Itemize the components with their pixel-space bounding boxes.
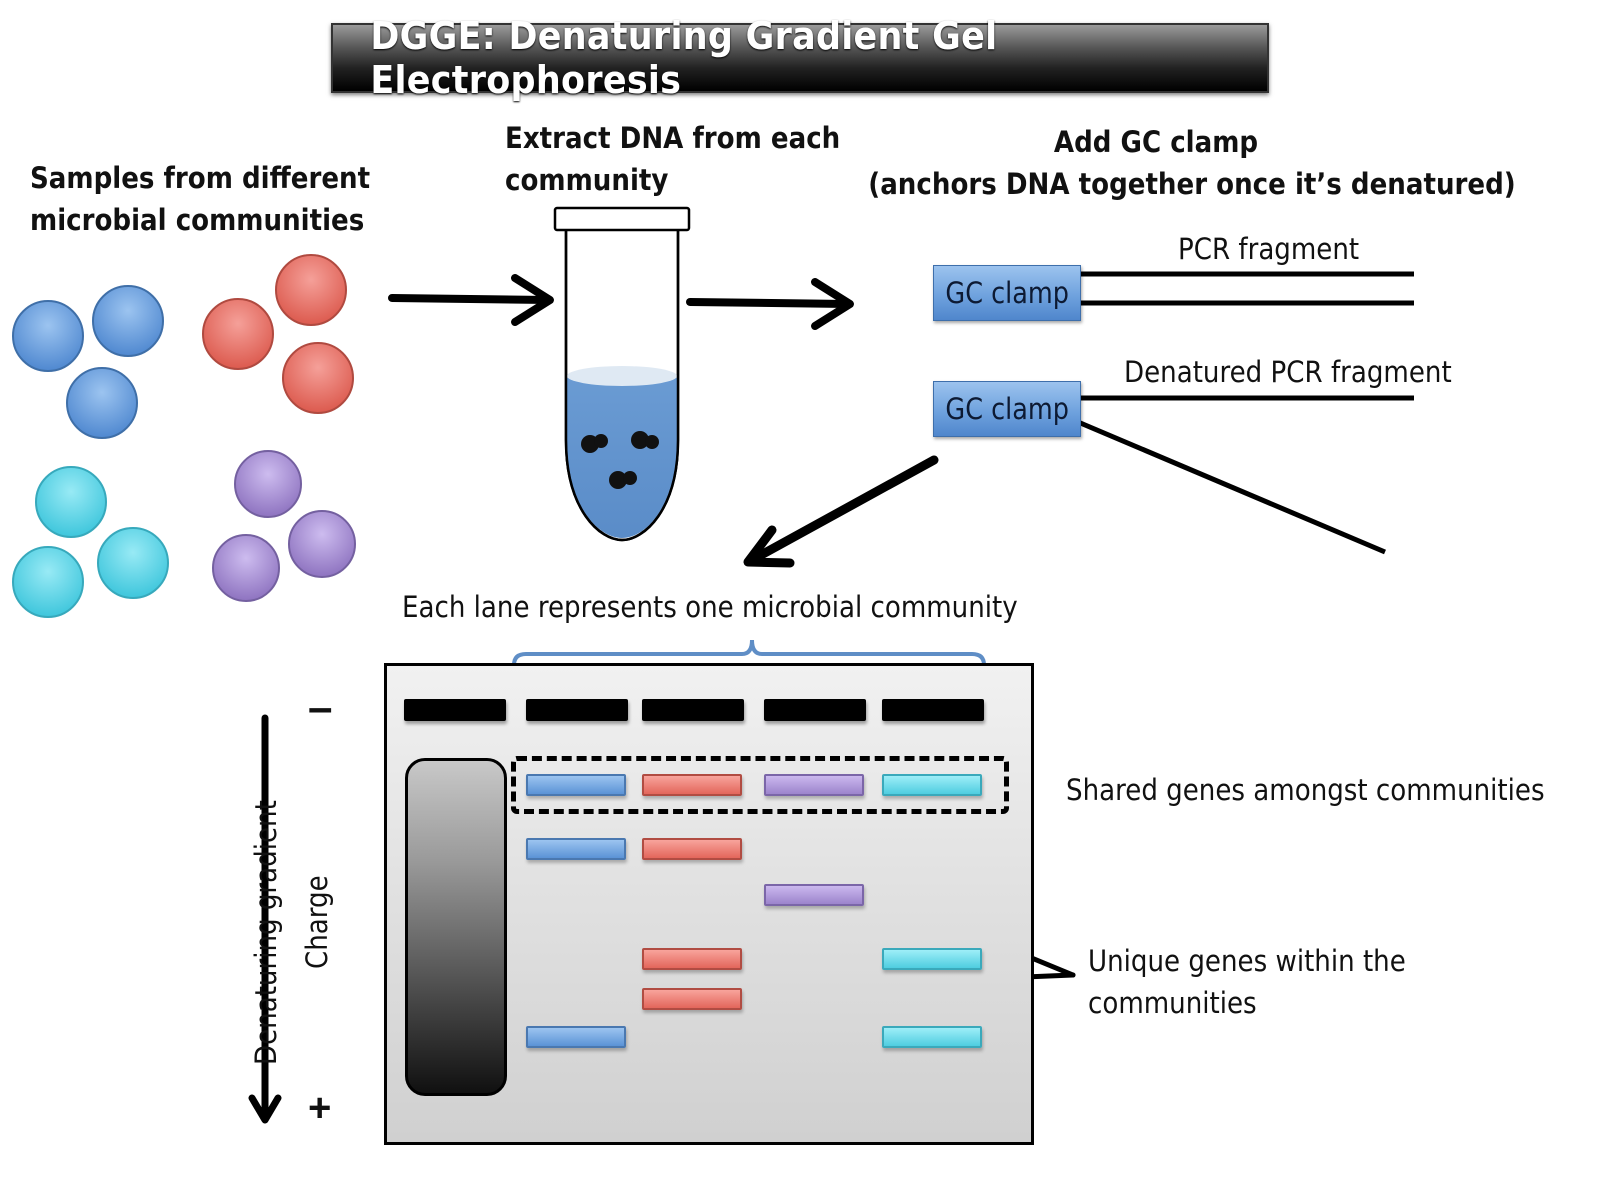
- community-cyan-cells: [12, 466, 169, 618]
- cell-blue: [92, 285, 164, 357]
- gc-clamp-box: GC clamp: [933, 265, 1081, 321]
- gel-band-cyan: [882, 948, 982, 970]
- community-blue-cells: [12, 285, 164, 439]
- lane-caption: Each lane represents one microbial commu…: [402, 590, 1018, 624]
- diagram-title: DGGE: Denaturing Gradient Gel Electropho…: [370, 14, 998, 102]
- gel-band-blue: [526, 774, 626, 796]
- gel-band-red: [642, 838, 742, 860]
- gel-band-purple: [764, 774, 864, 796]
- arrow-to-tube-icon: [388, 274, 554, 326]
- cell-purple: [288, 510, 356, 578]
- community-purple-cells: [212, 450, 356, 602]
- shared-genes-highlight-box: [511, 756, 1009, 814]
- samples-heading-line1: Samples from different: [30, 161, 371, 195]
- denaturing-gradient-label: Denaturing gradient: [249, 800, 283, 1065]
- gel-band-red: [642, 948, 742, 970]
- denatured-fragment-strands: [1077, 395, 1414, 555]
- unique-genes-label-line1: Unique genes within the: [1088, 944, 1406, 978]
- extract-heading-line2: community: [505, 163, 669, 197]
- lane-brace: [512, 639, 986, 685]
- cell-cyan: [35, 466, 107, 538]
- gel-well: [764, 699, 866, 721]
- extract-heading: Extract DNA from each community: [505, 117, 840, 201]
- gel-well: [404, 699, 506, 721]
- cell-red: [282, 342, 354, 414]
- gc-clamp-heading-line2: (anchors DNA together once it’s denature…: [868, 167, 1516, 201]
- unique-genes-label: Unique genes within the communities: [1088, 940, 1406, 1024]
- dna-blob-icon: [581, 431, 659, 489]
- cell-blue: [12, 300, 84, 372]
- denatured-fragment-label: Denatured PCR fragment: [1124, 355, 1452, 389]
- positive-charge-sign: +: [308, 1086, 332, 1130]
- cell-purple: [212, 534, 280, 602]
- extract-heading-line1: Extract DNA from each: [505, 121, 841, 155]
- negative-charge-sign: –: [308, 683, 333, 732]
- pcr-fragment-strands: [1078, 271, 1414, 306]
- unique-genes-label-line2: communities: [1088, 986, 1257, 1020]
- gc-clamp-heading: Add GC clamp (anchors DNA together once …: [868, 121, 1516, 205]
- cell-red: [275, 254, 347, 326]
- gc-clamp-heading-line1: Add GC clamp: [1053, 125, 1259, 159]
- cell-blue: [66, 367, 138, 439]
- gel-band-blue: [526, 1026, 626, 1048]
- cell-cyan: [97, 527, 169, 599]
- gel-band-blue: [526, 838, 626, 860]
- test-tube-icon: [553, 206, 691, 542]
- gel-band-red: [642, 774, 742, 796]
- gel-well: [642, 699, 744, 721]
- shared-genes-label: Shared genes amongst communities: [1066, 773, 1545, 807]
- gc-clamp-label: GC clamp: [945, 392, 1069, 426]
- gel-well: [526, 699, 628, 721]
- gel-band-cyan: [882, 774, 982, 796]
- gc-clamp-box-denatured: GC clamp: [933, 381, 1081, 437]
- denaturing-gradient-arrow-icon: [248, 714, 282, 1124]
- gc-clamp-label: GC clamp: [945, 276, 1069, 310]
- gel-band-red: [642, 988, 742, 1010]
- community-red-cells: [202, 254, 354, 414]
- gel-band-purple: [764, 884, 864, 906]
- cell-cyan: [12, 546, 84, 618]
- cell-red: [202, 298, 274, 370]
- samples-heading: Samples from different microbial communi…: [30, 157, 370, 241]
- pcr-fragment-label: PCR fragment: [1178, 232, 1360, 266]
- gradient-marker-bar: [405, 758, 507, 1096]
- gel-band-cyan: [882, 1026, 982, 1048]
- arrow-to-gc-clamp-icon: [686, 278, 854, 330]
- gel-well: [882, 699, 984, 721]
- charge-label: Charge: [300, 875, 334, 969]
- cell-purple: [234, 450, 302, 518]
- samples-heading-line2: microbial communities: [30, 203, 365, 237]
- title-banner: DGGE: Denaturing Gradient Gel Electropho…: [331, 14, 1269, 102]
- arrow-to-gel-icon: [743, 455, 939, 568]
